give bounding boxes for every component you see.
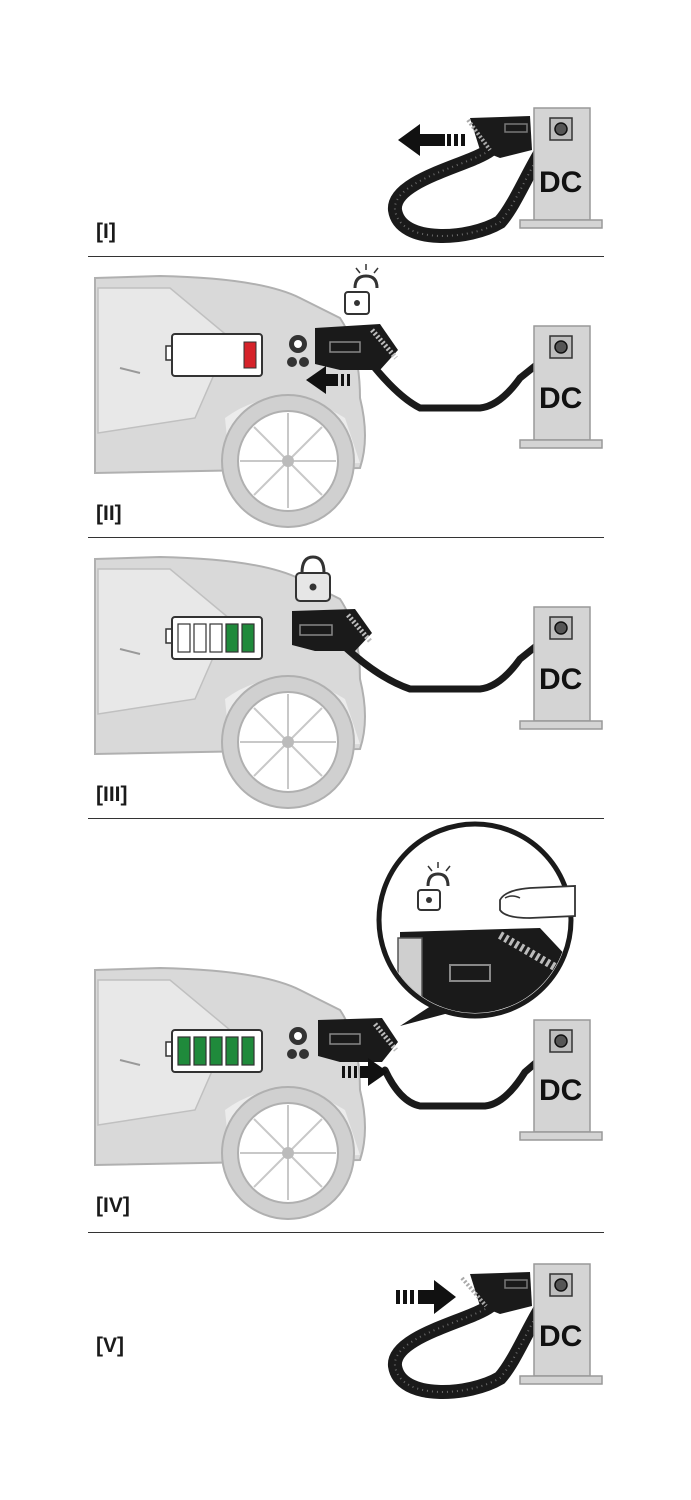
battery-cell-charged: [225, 623, 239, 653]
dc-charging-station: DC: [519, 1019, 603, 1141]
connector-icon: [292, 609, 372, 651]
step-5-panel: DC [V]: [0, 1234, 691, 1500]
station-label: DC: [539, 1320, 582, 1353]
step-2-panel: DC [II]: [0, 258, 691, 536]
battery-cell-charged: [177, 1036, 191, 1066]
step-label: [IV]: [96, 1194, 130, 1217]
connector-icon: [315, 324, 398, 370]
battery-icon: [165, 1029, 263, 1073]
station-label: DC: [539, 1074, 582, 1107]
charge-port-icon: [287, 1027, 309, 1059]
step-4-illustration: DC: [94, 821, 603, 1220]
step-2-illustration: DC: [94, 264, 603, 528]
lock-icon: [295, 555, 331, 602]
finger-press-icon: [499, 885, 576, 919]
unlock-icon: [417, 862, 451, 911]
unlock-icon: [344, 264, 379, 315]
car-rear: [94, 966, 366, 1220]
divider: [88, 1232, 604, 1233]
divider: [88, 818, 604, 819]
dc-charging-station: DC: [519, 1263, 603, 1385]
divider: [88, 256, 604, 257]
battery-icon: [165, 616, 263, 660]
dc-charging-station: DC: [519, 606, 603, 730]
charging-cable: [388, 123, 567, 243]
step-1-panel: DC [I]: [0, 0, 691, 256]
step-label: [III]: [96, 783, 128, 806]
arrow-in-icon: [396, 1280, 456, 1314]
battery-cell-charged: [209, 1036, 223, 1066]
arrow-out-icon: [342, 1058, 388, 1086]
station-label: DC: [539, 663, 582, 696]
car-rear: [94, 274, 366, 528]
station-label: DC: [539, 382, 582, 415]
station-label: DC: [539, 166, 582, 199]
charging-cable: [371, 342, 564, 412]
arrow-in-icon: [306, 366, 350, 394]
dc-charging-station: DC: [519, 325, 603, 449]
dc-charging-station: DC: [519, 107, 603, 229]
connector-icon: [460, 1272, 532, 1314]
step-label: [I]: [96, 220, 116, 243]
step-3-panel: DC [III]: [0, 539, 691, 817]
step-3-illustration: DC: [94, 555, 603, 809]
divider: [88, 537, 604, 538]
step-5-illustration: DC: [388, 1263, 603, 1399]
step-label: [V]: [96, 1334, 124, 1357]
step-label: [II]: [96, 502, 122, 525]
battery-cell-charged: [241, 1036, 255, 1066]
step-4-panel: DC [IV]: [0, 820, 691, 1232]
connector-icon: [318, 1018, 398, 1062]
zoom-detail-bubble: [376, 821, 576, 1026]
battery-icon: [165, 333, 263, 377]
charge-port-icon: [287, 335, 309, 367]
battery-cell-charged: [225, 1036, 239, 1066]
battery-cell-charged: [241, 623, 255, 653]
arrow-out-icon: [398, 124, 465, 156]
step-1-illustration: DC: [388, 107, 603, 243]
charging-cable: [381, 1038, 564, 1110]
charging-cable: [341, 623, 564, 693]
battery-cell-charged: [193, 1036, 207, 1066]
battery-cell-low: [243, 341, 257, 369]
connector-icon: [466, 116, 532, 158]
charging-cable: [388, 1279, 567, 1399]
